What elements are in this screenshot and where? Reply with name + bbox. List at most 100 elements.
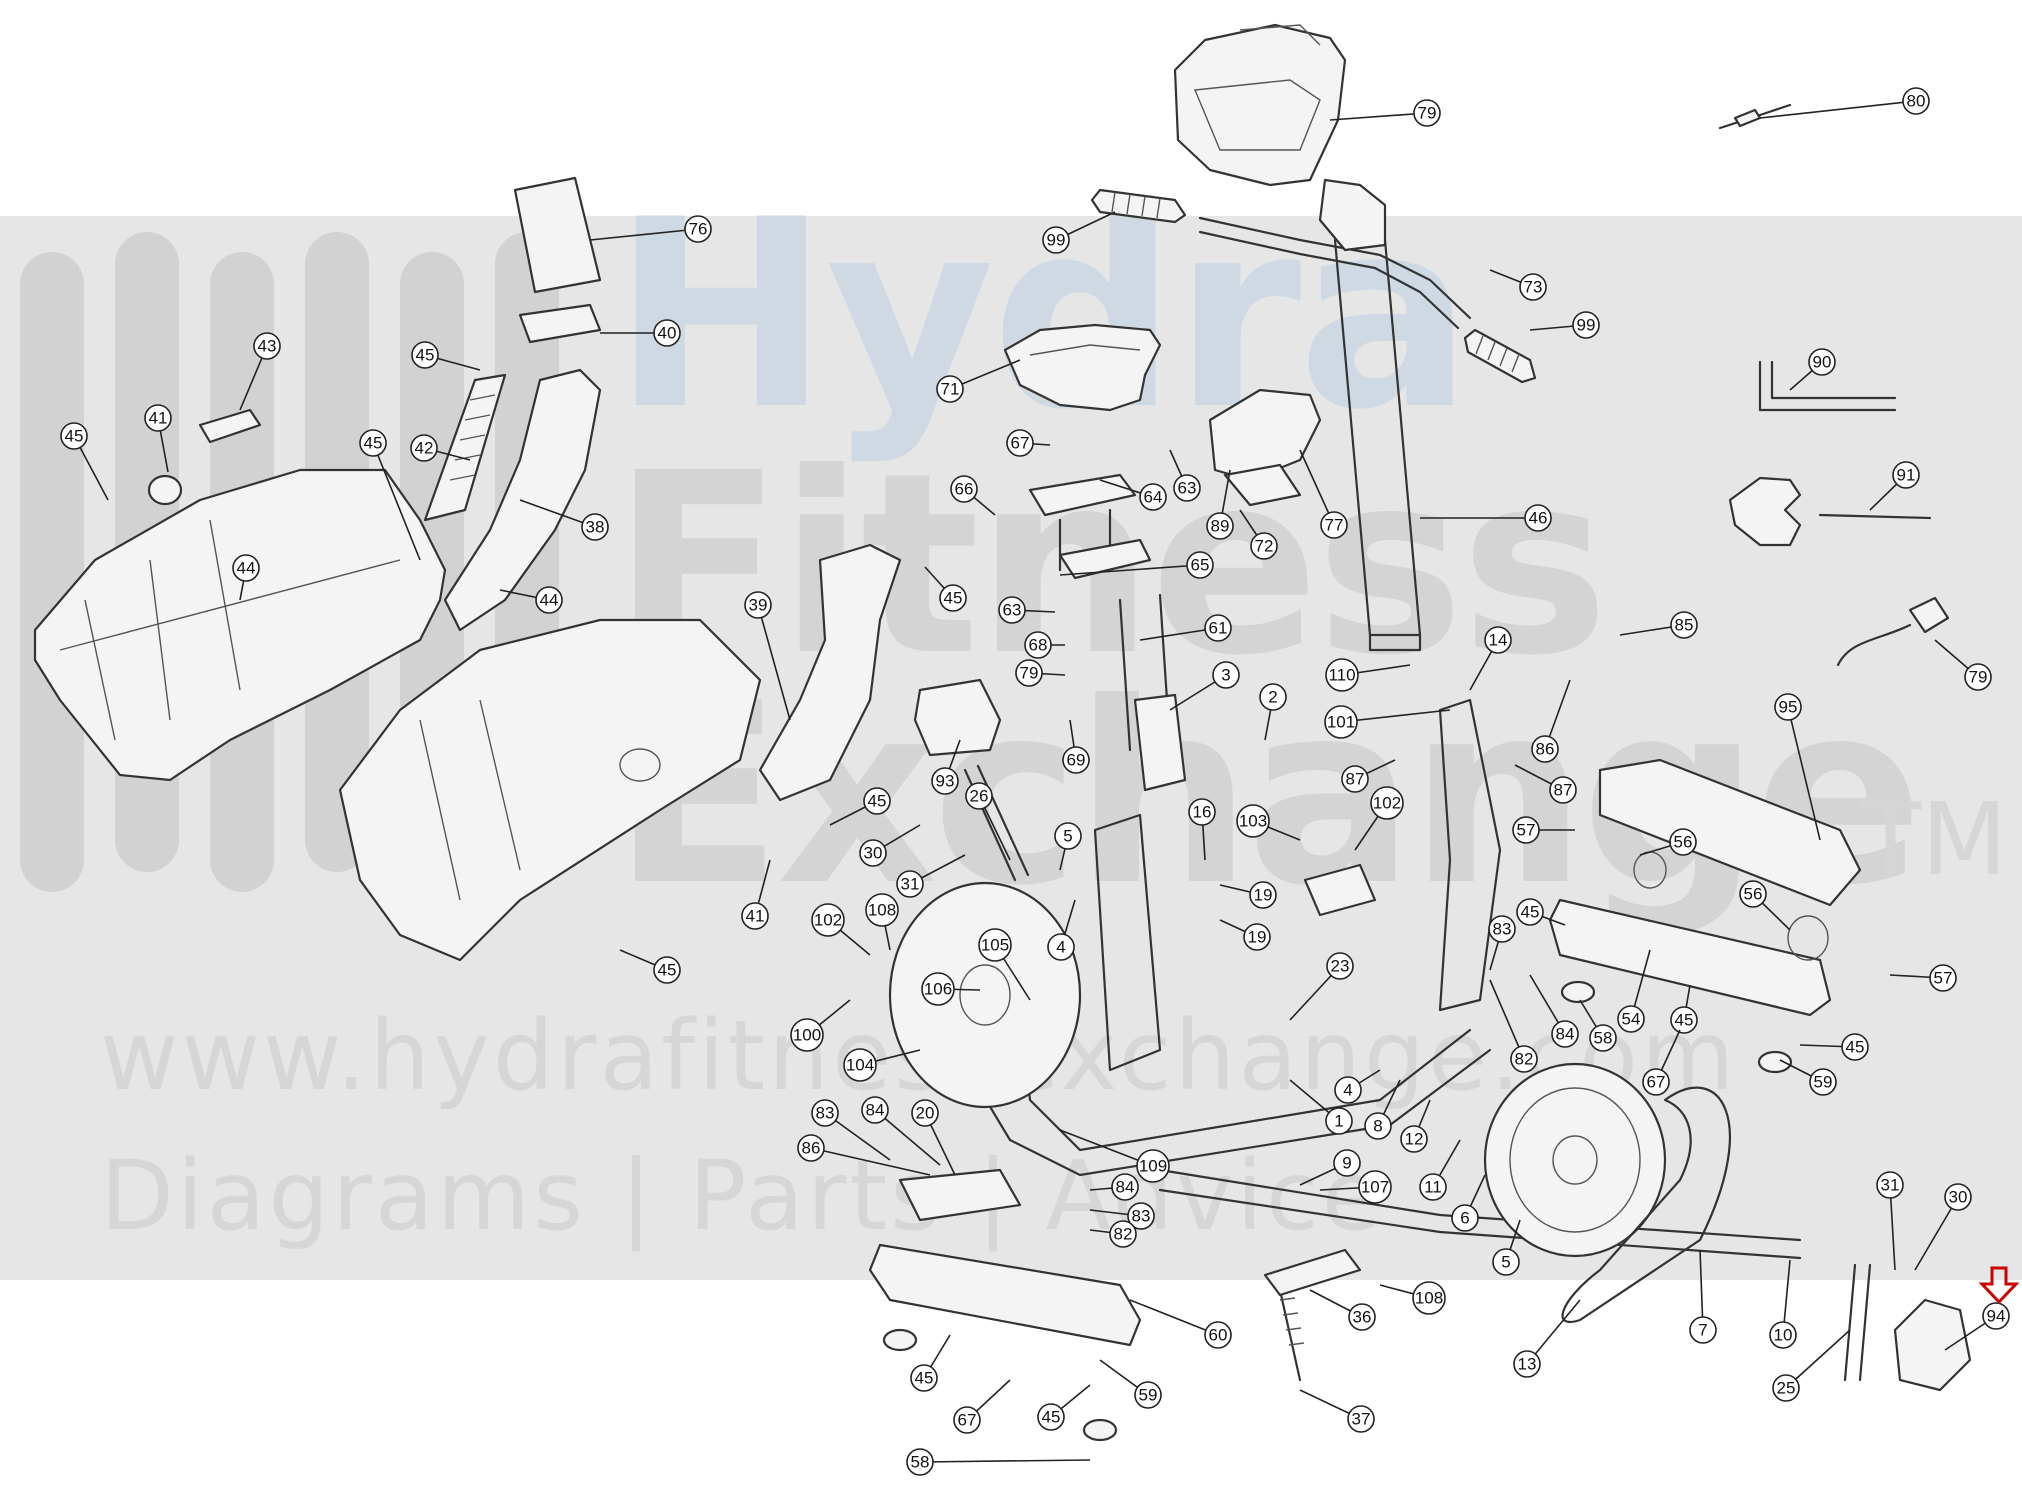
callout-label: 56 xyxy=(1674,833,1693,852)
callout-c-14: 14 xyxy=(1469,626,1512,691)
callout-circle xyxy=(1324,705,1358,739)
callout-circle xyxy=(965,782,993,810)
callout-circle xyxy=(1809,1068,1837,1096)
callout-c-4-b: 4 xyxy=(1334,1069,1381,1104)
callout-circle xyxy=(1212,661,1240,689)
callout-c-5-b: 5 xyxy=(1492,1219,1521,1276)
callout-label: 44 xyxy=(237,559,256,578)
callout-circle xyxy=(906,1448,934,1476)
rear-cover-part xyxy=(423,368,602,632)
callout-label: 109 xyxy=(1139,1157,1167,1176)
callout-c-102-b: 102 xyxy=(811,903,871,956)
callout-label: 45 xyxy=(1675,1011,1694,1030)
callout-c-84-a: 84 xyxy=(1529,974,1579,1048)
callout-label: 106 xyxy=(924,980,952,999)
callout-leader-line xyxy=(1787,706,1821,841)
callout-c-101: 101 xyxy=(1324,705,1451,739)
callout-label: 37 xyxy=(1352,1410,1371,1429)
callout-label: 59 xyxy=(1814,1073,1833,1092)
callout-circle xyxy=(1015,659,1043,687)
callout-circle xyxy=(1413,99,1441,127)
callout-circle xyxy=(1204,614,1232,642)
callout-c-57-a: 57 xyxy=(1512,816,1575,844)
main-shroud-part xyxy=(338,618,762,962)
callout-circle xyxy=(1333,1149,1361,1177)
callout-c-85: 85 xyxy=(1619,611,1698,639)
callout-label: 84 xyxy=(1556,1025,1575,1044)
callout-c-36: 36 xyxy=(1309,1289,1376,1331)
callout-c-54: 54 xyxy=(1617,949,1651,1033)
callout-c-68: 68 xyxy=(1024,631,1065,659)
callout-circle xyxy=(1326,952,1354,980)
callout-circle xyxy=(684,215,712,243)
callout-label: 84 xyxy=(1116,1178,1135,1197)
callout-label: 86 xyxy=(1536,740,1555,759)
resistance-motor-part xyxy=(1263,863,1377,1382)
callout-leader-line xyxy=(1329,112,1428,121)
callout-leader-line xyxy=(1785,1329,1851,1389)
drive-pulley-part xyxy=(1483,1062,1667,1258)
callout-c-83-c: 83 xyxy=(1089,1202,1155,1230)
callout-label: 11 xyxy=(1424,1178,1442,1197)
callout-circle xyxy=(861,1096,889,1124)
seat-post-part xyxy=(1118,593,1187,792)
callout-c-59-b: 59 xyxy=(1099,1359,1162,1409)
callout-circle xyxy=(1188,798,1216,826)
callout-label: 38 xyxy=(586,518,605,537)
callout-c-72: 72 xyxy=(1239,509,1278,560)
handlebar-tube-part xyxy=(1198,178,1472,330)
callout-label: 19 xyxy=(1248,928,1267,947)
callout-c-87-b: 87 xyxy=(1514,764,1577,804)
callout-c-25: 25 xyxy=(1772,1329,1851,1402)
callout-c-9: 9 xyxy=(1299,1149,1361,1186)
callout-label: 30 xyxy=(864,844,883,863)
callout-c-13: 13 xyxy=(1513,1299,1581,1378)
callout-label: 10 xyxy=(1774,1326,1793,1345)
callout-circle xyxy=(653,319,681,347)
callout-circle xyxy=(1516,898,1544,926)
callout-label: 107 xyxy=(1361,1178,1389,1197)
callout-circle xyxy=(1808,348,1836,376)
callout-circle xyxy=(978,928,1012,962)
callout-label: 39 xyxy=(749,596,768,615)
callout-c-82-b: 82 xyxy=(1089,1220,1137,1248)
callout-label: 4 xyxy=(1056,938,1065,957)
callout-label: 64 xyxy=(1144,488,1163,507)
callout-circle xyxy=(1325,1107,1353,1135)
callout-label: 84 xyxy=(866,1101,885,1120)
callout-label: 41 xyxy=(746,907,765,926)
callout-circle xyxy=(359,429,387,457)
callout-c-45-a: 45 xyxy=(411,341,481,371)
callout-circle xyxy=(1243,923,1271,951)
callout-c-19-b: 19 xyxy=(1219,919,1271,951)
callout-c-44-a: 44 xyxy=(232,554,260,601)
leveling-feet-part xyxy=(882,980,1793,1442)
callout-label: 41 xyxy=(149,409,168,428)
callout-leader-line xyxy=(757,604,791,721)
callout-c-93: 93 xyxy=(931,739,961,795)
callout-label: 79 xyxy=(1020,664,1039,683)
callout-label: 45 xyxy=(364,434,383,453)
callout-c-108: 108 xyxy=(865,893,899,951)
callout-label: 44 xyxy=(540,591,559,610)
callout-label: 63 xyxy=(1003,601,1022,620)
callout-circle xyxy=(1348,1303,1376,1331)
rear-cover-39-part xyxy=(758,543,902,802)
callout-leader-line xyxy=(1759,100,1917,119)
callout-c-11: 11 xyxy=(1419,1139,1461,1201)
callout-circle xyxy=(1642,1068,1670,1096)
callout-label: 58 xyxy=(1594,1029,1613,1048)
callout-c-23: 23 xyxy=(1289,952,1354,1021)
callout-circle xyxy=(1062,746,1090,774)
callout-label: 68 xyxy=(1029,636,1048,655)
callout-circle xyxy=(653,956,681,984)
callout-circle xyxy=(1774,693,1802,721)
callout-circle xyxy=(911,1099,939,1127)
callout-label: 99 xyxy=(1577,316,1596,335)
callout-circle xyxy=(1589,1024,1617,1052)
callout-label: 110 xyxy=(1328,666,1355,685)
callout-c-94: 94 xyxy=(1944,1302,2010,1351)
callout-leader-line xyxy=(589,228,699,241)
callout-c-67: 67 xyxy=(1006,429,1051,457)
callout-c-1: 1 xyxy=(1289,1079,1353,1135)
